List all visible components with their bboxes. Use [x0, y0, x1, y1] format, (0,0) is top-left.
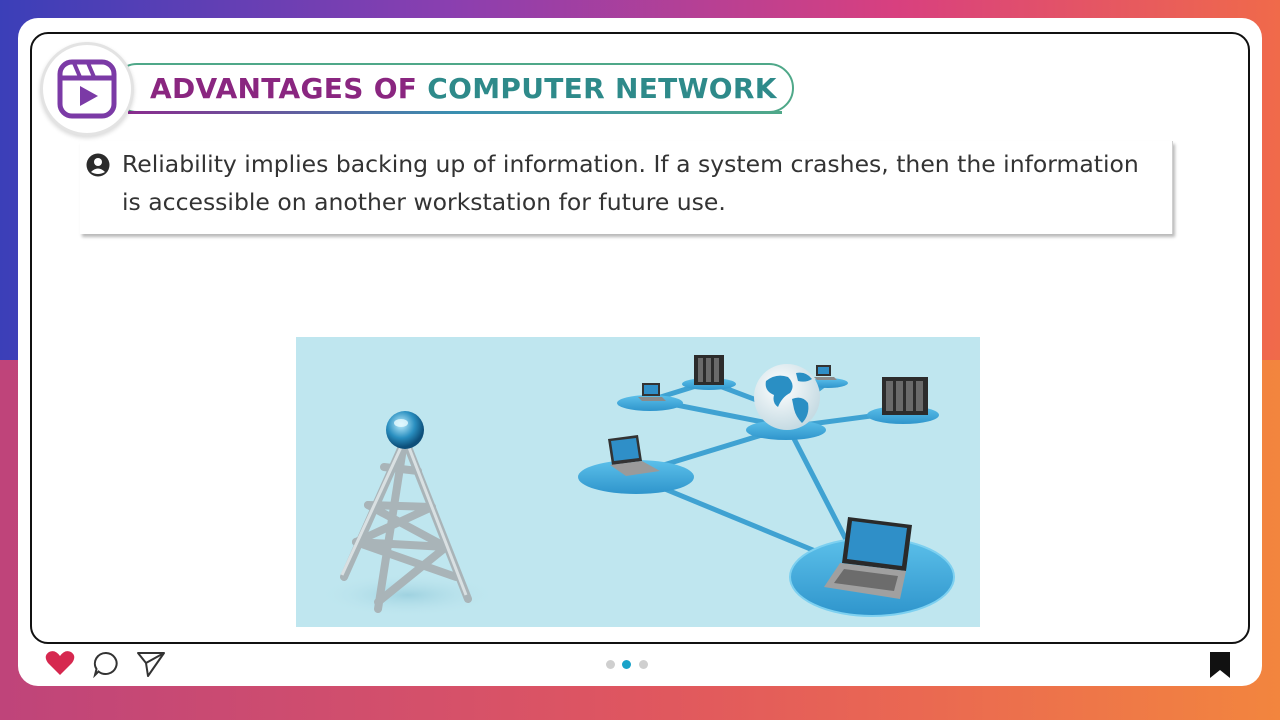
user-circle-icon — [86, 153, 110, 177]
reels-logo — [40, 42, 134, 136]
server-right — [882, 377, 928, 415]
page-dot-2-active[interactable] — [622, 660, 631, 669]
page-dot-1[interactable] — [606, 660, 615, 669]
network-diagram-illustration — [318, 355, 955, 617]
title-banner: ADVANTAGES OF COMPUTER NETWORK — [112, 63, 794, 114]
page-dot-3[interactable] — [639, 660, 648, 669]
heart-icon[interactable] — [45, 650, 75, 676]
title-part-network: COMPUTER NETWORK — [427, 71, 777, 105]
title-part-advantages: ADVANTAGES OF — [150, 71, 428, 105]
send-icon[interactable] — [136, 650, 166, 678]
laptop-far-left — [638, 383, 666, 401]
comment-icon[interactable] — [92, 650, 120, 678]
server-left — [694, 355, 724, 385]
network-illustration — [296, 337, 980, 627]
bullet-card: Reliability implies backing up of inform… — [80, 141, 1173, 234]
laptop-mid — [608, 435, 660, 476]
bookmark-icon[interactable] — [1208, 651, 1232, 679]
video-play-icon — [57, 59, 117, 119]
page-title: ADVANTAGES OF COMPUTER NETWORK — [150, 72, 777, 105]
laptop-large — [824, 517, 912, 599]
laptop-far-right — [814, 365, 837, 380]
bullet-text: Reliability implies backing up of inform… — [122, 150, 1139, 216]
title-underline — [128, 111, 782, 114]
